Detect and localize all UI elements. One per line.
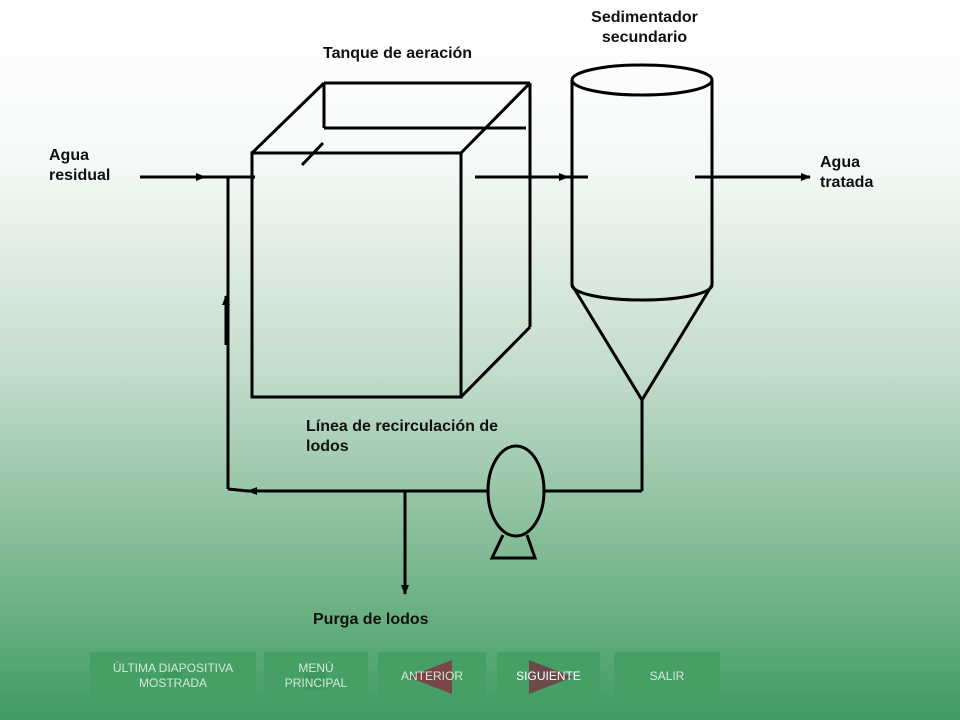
previous-button[interactable]: ANTERIOR — [378, 652, 486, 700]
previous-label: ANTERIOR — [400, 668, 463, 683]
label-sedimentador: Sedimentador secundario — [591, 9, 698, 46]
last-slide-label: ÚLTIMA DIAPOSITIVA MOSTRADA — [112, 661, 234, 690]
next-button[interactable]: SIGUIENTE — [497, 652, 600, 700]
label-purga-lodos: Purga de lodos — [313, 611, 429, 628]
label-linea-recirculacion: Línea de recirculación de lodos — [306, 418, 499, 455]
sludge-recirculation-line — [222, 177, 644, 495]
previous-arrow-icon — [408, 660, 452, 694]
exit-button[interactable]: SALIR — [614, 652, 720, 700]
label-agua-residual: Agua residual — [49, 147, 111, 184]
aeration-tank — [250, 81, 532, 399]
label-tanque-aeracion: Tanque de aeración — [323, 45, 473, 62]
home-icon — [304, 668, 326, 690]
next-label: SIGUIENTE — [516, 668, 581, 683]
main-menu-button[interactable]: MENÚ PRINCIPAL — [264, 652, 368, 700]
exit-label: SALIR — [649, 668, 685, 683]
next-arrow-icon — [529, 660, 573, 694]
last-slide-icon — [160, 664, 182, 688]
pump — [486, 444, 546, 560]
label-agua-tratada: Agua tratada — [820, 154, 874, 191]
last-slide-button[interactable]: ÚLTIMA DIAPOSITIVA MOSTRADA — [90, 652, 256, 700]
secondary-clarifier — [570, 63, 714, 401]
main-menu-label: MENÚ PRINCIPAL — [284, 661, 348, 690]
